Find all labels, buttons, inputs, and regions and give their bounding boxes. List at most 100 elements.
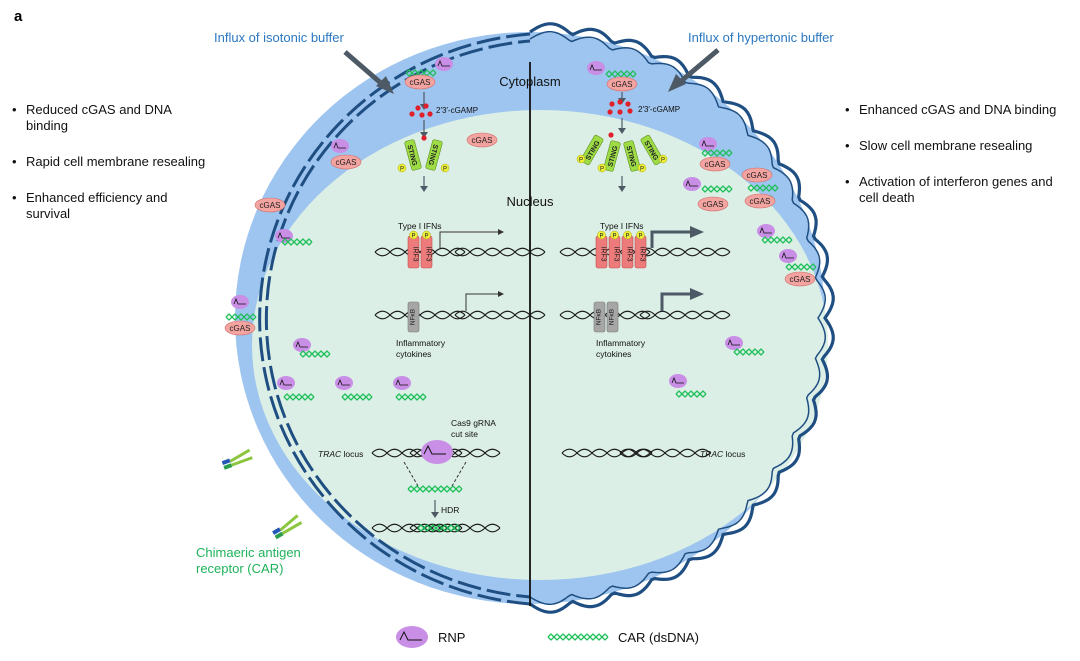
car-dsdna-icon	[701, 185, 733, 193]
rnp-icon	[277, 376, 295, 390]
panel-label: a	[14, 8, 23, 25]
cytokines-label: Inflammatory	[396, 338, 446, 348]
trac-locus-label: TRAC locus	[700, 449, 745, 459]
car-dsdna-icon	[785, 263, 817, 271]
cgas-protein: cGAS	[606, 76, 638, 92]
cas9-rnp	[421, 440, 453, 464]
svg-text:P: P	[625, 234, 629, 240]
car-label-line: Chimaeric antigen	[196, 545, 301, 560]
cgas-protein: cGAS	[330, 154, 362, 170]
car-dsdna-icon	[733, 348, 765, 356]
rnp-icon	[331, 139, 349, 153]
left-trac-locus: TRAC locus Cas9 gRNA cut site HDR	[318, 418, 501, 533]
svg-text:NFκB: NFκB	[609, 309, 616, 325]
svg-text:NFκB: NFκB	[596, 309, 603, 325]
right-outcome-item: Enhanced cGAS and DNA binding	[845, 102, 1075, 118]
car-dsdna-icon	[225, 313, 257, 321]
rnp-icon	[293, 338, 311, 352]
rnp-icon	[669, 374, 687, 388]
phospho-site: P	[422, 230, 431, 240]
nucleus-region	[252, 110, 828, 580]
left-nfkb-gene: Inflammatory cytokines	[374, 291, 546, 359]
cgamp-label: 2′3′-cGAMP	[638, 105, 680, 114]
svg-text:P: P	[579, 158, 583, 164]
left-sting-pathway: 2′3′-cGAMP STING STING P P	[397, 92, 478, 192]
left-outcome-item: Enhanced efficiency and survival	[12, 190, 212, 222]
svg-text:P: P	[411, 234, 415, 240]
car-dsdna-icon	[341, 393, 373, 401]
irf3-protein: IRF3	[621, 235, 634, 269]
nucleus-title: Nucleus	[507, 194, 554, 209]
right-trac-locus: TRAC locus	[561, 448, 745, 459]
cgas-protein: cGAS	[254, 197, 286, 213]
type1-ifns-label: Type I IFNs	[600, 221, 643, 231]
cytokines-label: Inflammatory	[596, 338, 646, 348]
svg-text:IRF3: IRF3	[600, 246, 607, 261]
svg-text:cGAS: cGAS	[230, 324, 251, 333]
svg-text:IRF3: IRF3	[613, 246, 620, 261]
car-dsdna-template	[407, 485, 463, 493]
car-dsdna-icon	[761, 236, 793, 244]
rnp-icon	[587, 61, 605, 75]
hdr-label: HDR	[441, 505, 459, 515]
right-membrane-wavy-inner	[529, 31, 826, 605]
car-dsdna-icon	[299, 350, 331, 358]
phospho-site: P	[623, 230, 632, 240]
sting-dimer-member: STING	[404, 139, 422, 171]
svg-text:cGAS: cGAS	[790, 275, 811, 284]
cgas-protein: cGAS	[224, 320, 256, 336]
right-outcome-item: Activation of interferon genes and cell …	[845, 174, 1075, 206]
svg-text:P: P	[599, 234, 603, 240]
svg-text:cGAS: cGAS	[747, 171, 768, 180]
irf3-protein: IRF3	[420, 235, 433, 269]
rnp-icon	[435, 57, 453, 71]
car-receptor	[272, 514, 303, 540]
left-influx-title: Influx of isotonic buffer	[214, 30, 344, 45]
car-dsdna-icon	[395, 393, 427, 401]
legend-car-label: CAR (dsDNA)	[618, 630, 699, 645]
rnp-icon	[683, 177, 701, 191]
car-label-line: receptor (CAR)	[196, 561, 284, 576]
cgas-protein: cGAS	[466, 132, 498, 148]
rnp-icon	[779, 249, 797, 263]
right-ifn-gene: Type I IFNs	[559, 221, 731, 257]
left-membrane-outer	[258, 32, 531, 606]
left-outcomes-list: Reduced cGAS and DNA binding Rapid cell …	[12, 102, 212, 242]
svg-text:P: P	[612, 234, 616, 240]
svg-text:IRF3: IRF3	[639, 246, 646, 261]
car-dsdna-icon	[547, 633, 609, 641]
rnp-icon	[757, 224, 775, 238]
phospho-site: P	[610, 230, 619, 240]
cgas-protein: cGAS	[741, 167, 773, 183]
cas9-label: cut site	[451, 429, 478, 439]
cytoplasm-title: Cytoplasm	[499, 74, 560, 89]
cgas-protein: cGAS	[784, 271, 816, 287]
svg-text:cGAS: cGAS	[705, 160, 726, 169]
legend-rnp-label: RNP	[438, 630, 465, 645]
legend: RNP CAR (dsDNA)	[396, 626, 699, 648]
cgas-protein: cGAS	[697, 196, 729, 212]
rnp-icon	[275, 229, 293, 243]
car-dsdna-icon	[407, 485, 463, 493]
irf3-protein: IRF3	[608, 235, 621, 269]
irf3-protein: IRF3	[407, 235, 420, 269]
isotonic-influx-arrow	[343, 50, 394, 94]
right-outcome-item: Slow cell membrane resealing	[845, 138, 1075, 154]
rnp-icon	[231, 295, 249, 309]
right-membrane-wavy	[529, 22, 835, 614]
nfkb-protein: NFκB	[593, 301, 606, 333]
car-dsdna-icon	[701, 149, 733, 157]
svg-text:P: P	[443, 167, 447, 173]
svg-text:cGAS: cGAS	[703, 200, 724, 209]
type1-ifns-label: Type I IFNs	[398, 221, 441, 231]
svg-text:cGAS: cGAS	[612, 80, 633, 89]
cytokines-label: cytokines	[596, 349, 631, 359]
svg-text:P: P	[424, 234, 428, 240]
svg-text:cGAS: cGAS	[410, 78, 431, 87]
car-receptor-label: Chimaeric antigen receptor (CAR)	[196, 545, 336, 577]
legend-car-icon	[547, 633, 609, 641]
left-membrane-inner	[264, 39, 531, 599]
cgas-protein: cGAS	[744, 193, 776, 209]
phospho-site: P	[636, 230, 645, 240]
